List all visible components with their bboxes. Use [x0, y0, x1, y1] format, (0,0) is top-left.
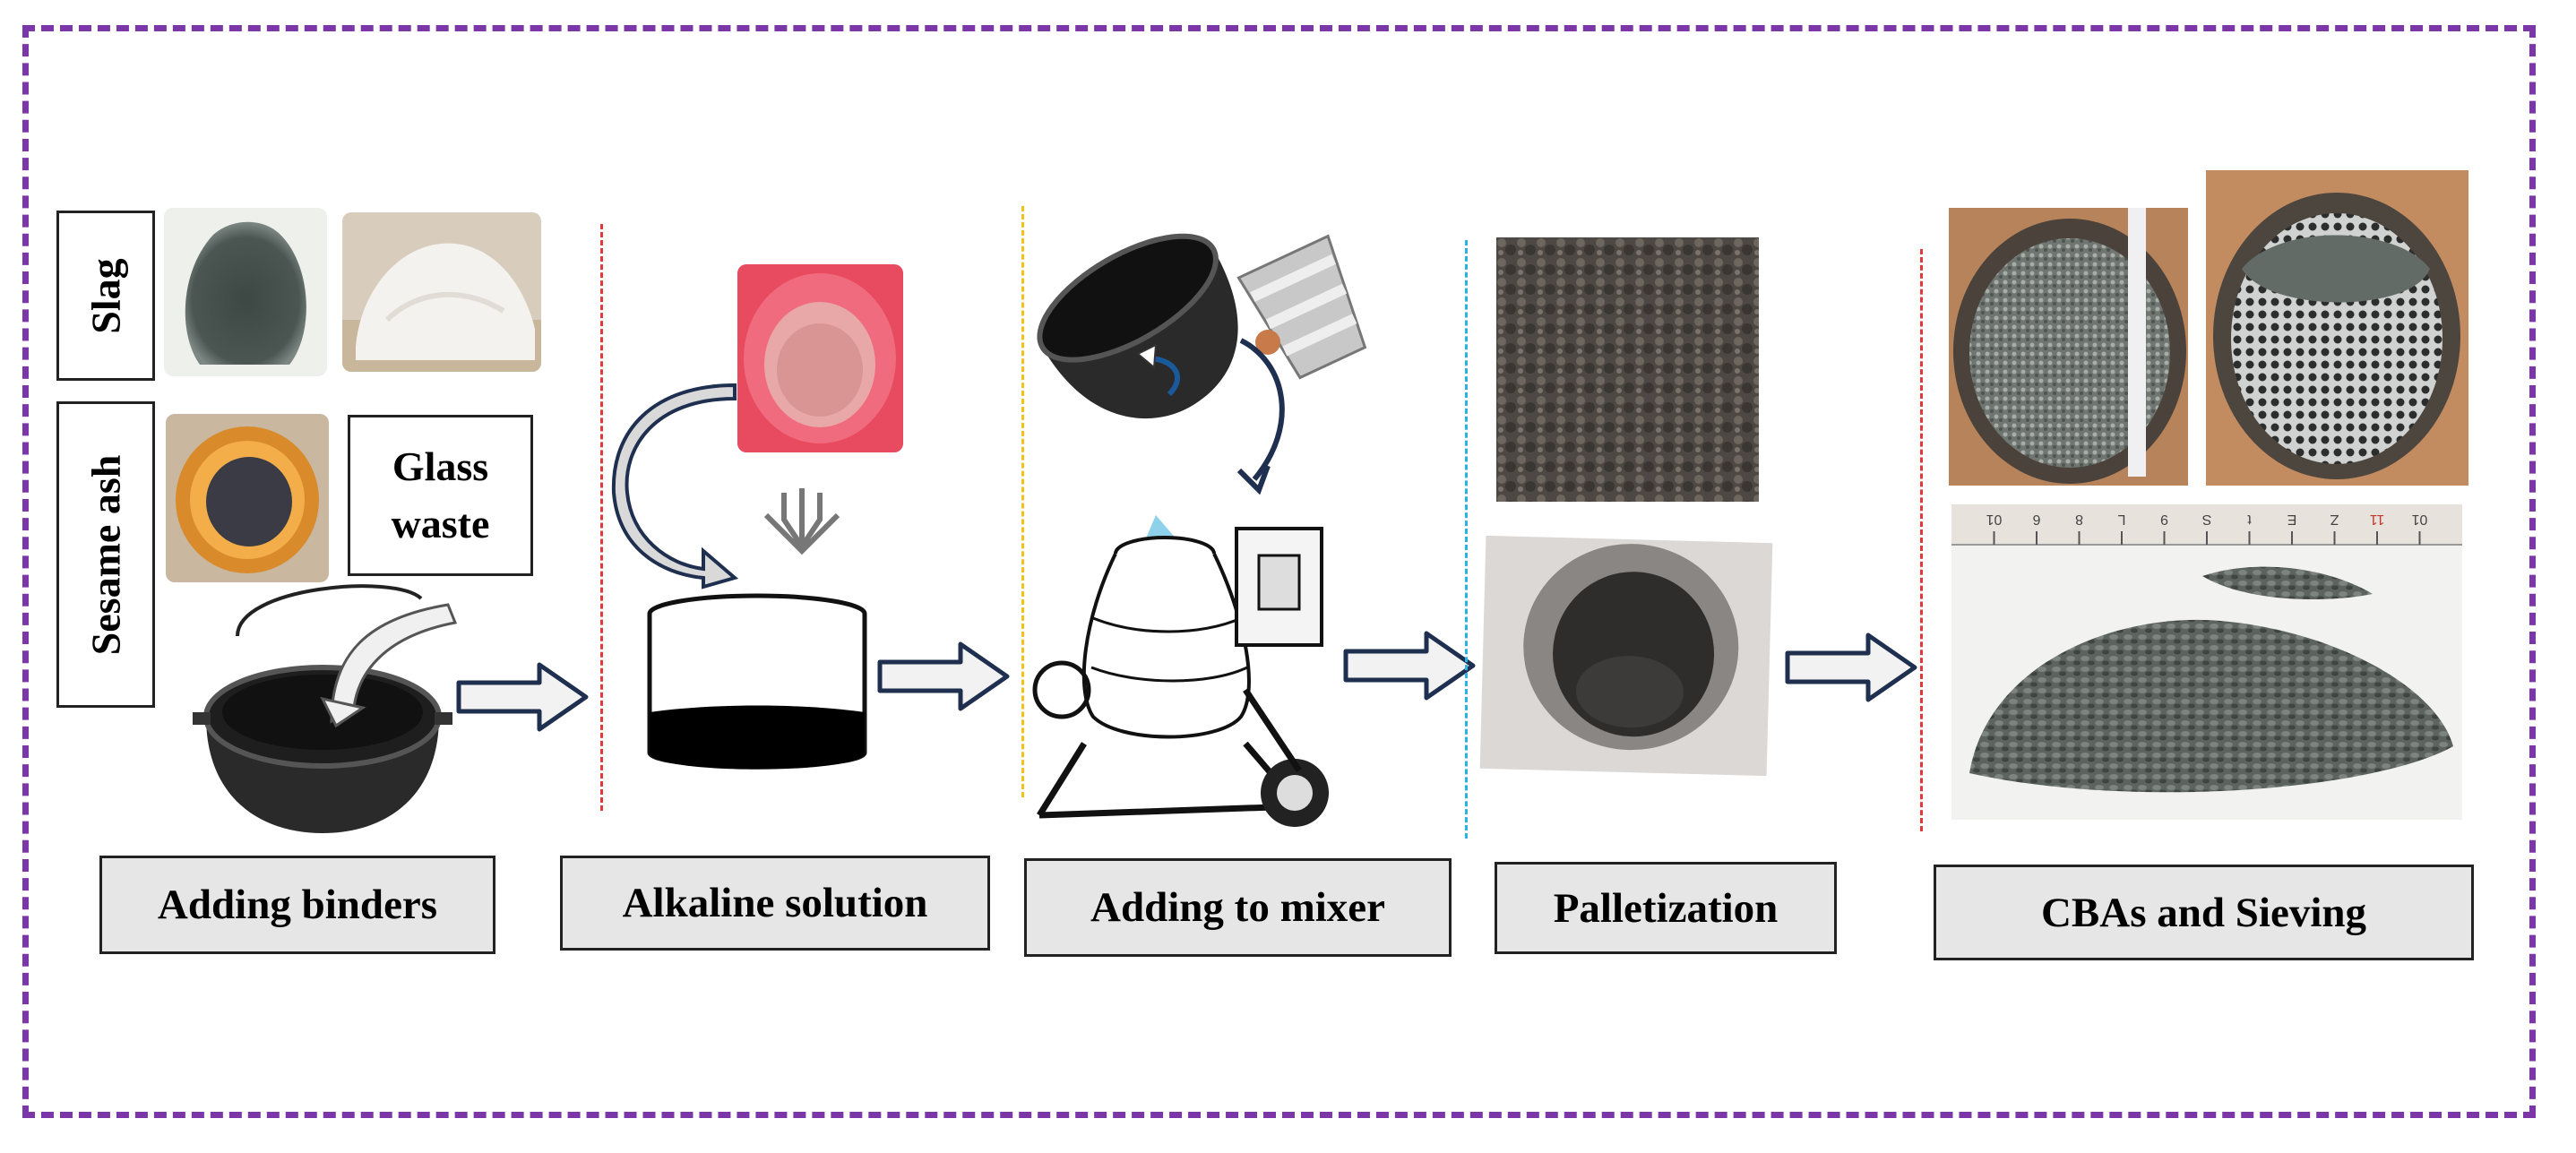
flow-arrow-1: [456, 662, 589, 732]
cauldron-icon: [193, 584, 458, 833]
pellets-closeup-photo: [1496, 237, 1759, 502]
glass-waste-line1: Glass: [392, 443, 489, 489]
ruler-tick-label: Z: [2330, 512, 2339, 527]
stage-label-palletization: Palletization: [1495, 862, 1837, 954]
flow-arrow-4: [1785, 632, 1917, 702]
tilted-cauldron-icon: [1037, 233, 1238, 419]
stage-label-cbas-and-sieving: CBAs and Sieving: [1934, 865, 2474, 960]
ruler-tick-label: 6: [2032, 512, 2040, 527]
pour-curved-arrow: [611, 383, 739, 589]
sesame-ash-label: Sesame ash: [82, 454, 129, 655]
stage-label-adding-to-mixer: Adding to mixer: [1024, 858, 1452, 957]
sieve-photo-2: [2206, 170, 2468, 486]
ruler-tick-label: t: [2247, 512, 2252, 527]
pelletizer-drum-photo: [1479, 535, 1773, 777]
mixer-pour-arrow: [1236, 338, 1285, 495]
sieve-photo-1: [1949, 208, 2188, 486]
glass-waste-label-box: Glass waste: [348, 415, 533, 576]
pouring-cup-icon: [1236, 234, 1367, 380]
concrete-mixer-icon: [1032, 515, 1329, 827]
divider-4: [1920, 249, 1926, 831]
ruler-tick-label: 8: [2075, 512, 2083, 527]
sesame-ash-label-box: Sesame ash: [56, 401, 155, 708]
flow-arrow-2: [877, 641, 1010, 711]
dashed-frame: [22, 25, 2536, 1118]
slag-powder-photo: [164, 208, 327, 376]
stirrer-icon: [763, 488, 840, 555]
stage-label-alkaline-solution: Alkaline solution: [560, 856, 990, 951]
ruler-tick-label: L: [2117, 512, 2125, 527]
ruler-tick-label: S: [2202, 512, 2212, 527]
divider-3: [1465, 240, 1471, 839]
slag-label: Slag: [82, 257, 129, 334]
glass-waste-line2: waste: [391, 501, 490, 546]
flow-arrow-3: [1343, 631, 1476, 701]
alkaline-solution-photo: [737, 264, 903, 452]
ruler-tick-label: 01: [1986, 512, 2003, 527]
stage-label-adding-binders: Adding binders: [99, 856, 495, 954]
ruler-tick-label: 11: [2370, 512, 2385, 527]
divider-1: [600, 224, 607, 811]
ruler-tick-label: 9: [2160, 512, 2168, 527]
ruler-tick-label: E: [2287, 512, 2297, 527]
beaker-icon: [647, 593, 867, 770]
sesame-ash-photo: [166, 414, 329, 582]
slag-label-box: Slag: [56, 211, 155, 381]
divider-2: [1021, 206, 1028, 797]
ruler-tick-label: 01: [2412, 512, 2428, 527]
white-powder-photo: [342, 212, 541, 372]
